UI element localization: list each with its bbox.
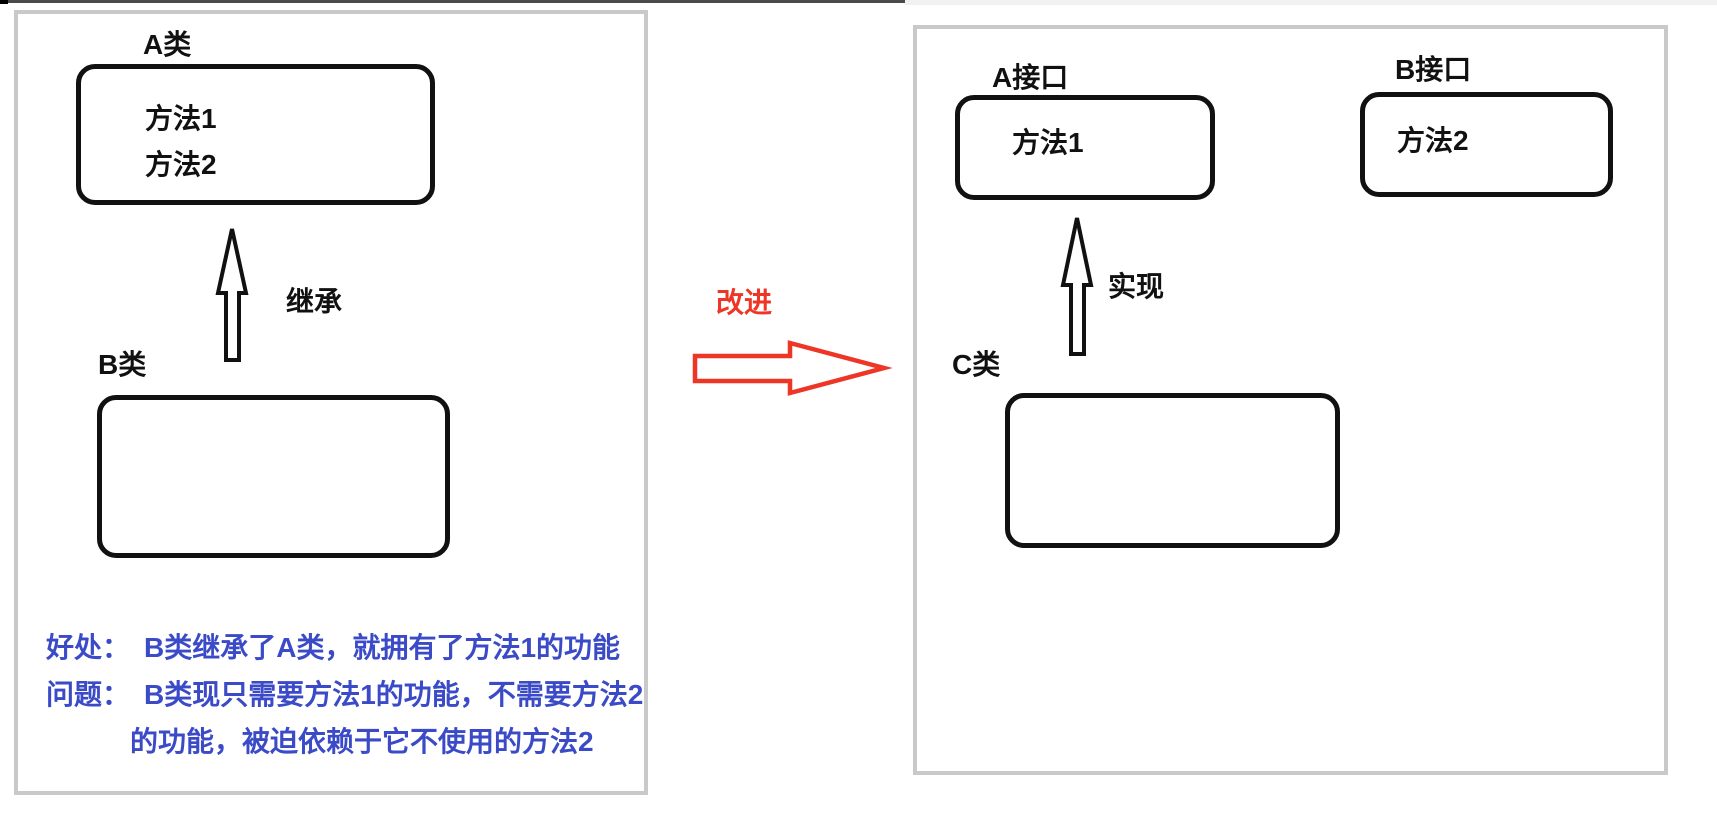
interface-a-method: 方法1	[1012, 127, 1084, 158]
interface-b-box	[1360, 92, 1613, 197]
implement-arrow-label: 实现	[1108, 271, 1165, 302]
top-edge-artifact-dark-cap	[0, 0, 8, 4]
note-problem-line2: 的功能，被迫依赖于它不使用的方法2	[130, 726, 594, 757]
class-b-box	[97, 395, 450, 558]
interface-b-title: B接口	[1395, 54, 1472, 85]
class-a-box	[76, 64, 435, 205]
note-benefit-line: 好处： B类继承了A类，就拥有了方法1的功能	[46, 632, 621, 663]
improve-label: 改进	[716, 287, 773, 318]
interface-a-title: A接口	[992, 62, 1069, 93]
class-a-method1: 方法1	[145, 103, 217, 134]
note-problem-line1: 问题： B类现只需要方法1的功能，不需要方法2	[46, 679, 644, 710]
class-b-title: B类	[98, 349, 147, 380]
class-c-title: C类	[952, 349, 1001, 380]
interface-a-box	[955, 95, 1215, 200]
inherit-arrow-label: 继承	[286, 286, 343, 317]
class-a-method2: 方法2	[145, 149, 217, 180]
class-a-title: A类	[143, 29, 192, 60]
class-c-box	[1005, 393, 1340, 548]
top-edge-artifact-light-bar	[905, 0, 1717, 5]
interface-b-method: 方法2	[1397, 125, 1469, 156]
improve-arrow-icon	[692, 340, 893, 396]
top-edge-artifact-dark-bar	[8, 0, 905, 3]
